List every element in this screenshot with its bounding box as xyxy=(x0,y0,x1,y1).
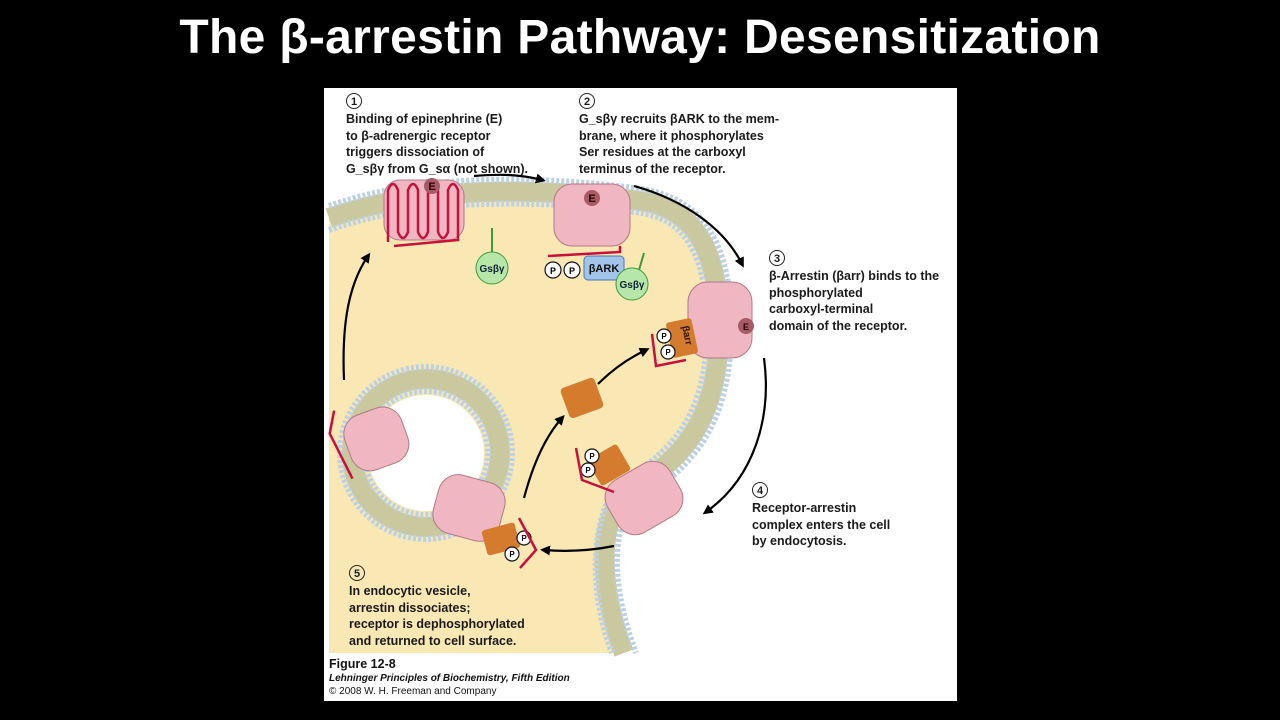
beta-arrestin-receptor-4: P P xyxy=(574,444,631,494)
svg-text:P: P xyxy=(661,332,667,341)
arrow-arrestin-rebind xyxy=(597,348,650,385)
arrow-arrestin-release xyxy=(522,415,565,499)
slide-title: The β-arrestin Pathway: Desensitization xyxy=(179,11,1101,64)
step-2-number: 2 xyxy=(579,93,595,109)
arrow-step-2-to-3 xyxy=(633,184,744,268)
pathway-diagram: E Gsβγ E βARK P P Gsβγ xyxy=(325,173,767,657)
beta-arrestin-receptor-6: P P xyxy=(481,517,538,569)
step-3-text: 3 β-Arrestin (βarr) binds to the phospho… xyxy=(769,250,939,334)
vesicle-outer-leaflet xyxy=(337,364,515,542)
epinephrine-2 xyxy=(584,190,600,206)
step-5-number: 5 xyxy=(349,565,365,581)
receptor-c-terminus xyxy=(328,410,354,480)
bark-label: βARK xyxy=(589,263,620,275)
step-2-text: 2 G_sβγ recruits βARK to the mem- brane,… xyxy=(579,93,779,177)
svg-text:P: P xyxy=(569,266,575,276)
receptor-5 xyxy=(328,406,410,480)
beta-arrestin-receptor-3: βarr P P xyxy=(650,318,698,368)
svg-text:P: P xyxy=(589,452,595,461)
receptor-body xyxy=(553,183,631,247)
phosphates-receptor-2: P P xyxy=(544,261,581,279)
epinephrine-3 xyxy=(738,318,754,334)
bark-kinase: βARK xyxy=(583,255,625,281)
book-citation: Lehninger Principles of Biochemistry, Fi… xyxy=(329,673,570,684)
svg-text:P: P xyxy=(550,266,556,276)
receptor-body xyxy=(432,474,506,542)
svg-text:P: P xyxy=(521,534,527,543)
svg-text:P: P xyxy=(665,348,671,357)
epinephrine-label-3: E xyxy=(743,322,749,332)
step-3-number: 3 xyxy=(769,250,785,266)
epinephrine-1 xyxy=(424,178,440,194)
receptor-1: E xyxy=(383,178,465,248)
receptor-body xyxy=(604,460,684,536)
arrow-step-4-to-5 xyxy=(540,544,615,556)
step-4-number: 4 xyxy=(752,482,768,498)
copyright-notice: © 2008 W. H. Freeman and Company xyxy=(329,686,497,697)
receptor-body xyxy=(343,406,410,472)
free-beta-arrestin xyxy=(560,377,604,419)
step-1-number: 1 xyxy=(346,93,362,109)
receptor-body xyxy=(383,179,465,241)
receptor-2: E xyxy=(547,183,631,258)
pathway-arrows xyxy=(342,173,767,556)
step-1-text: 1 Binding of epinephrine (E) to β-adrene… xyxy=(346,93,528,177)
arrow-step-1-to-2 xyxy=(473,173,546,184)
receptor-4 xyxy=(604,460,684,536)
epinephrine-label-2: E xyxy=(588,193,595,205)
epinephrine-label-1: E xyxy=(428,181,435,193)
arrow-step-3-to-4 xyxy=(702,357,767,515)
g-beta-gamma-label-2: Gsβγ xyxy=(619,280,644,291)
receptor-3: E xyxy=(687,281,754,359)
figure-panel: E Gsβγ E βARK P P Gsβγ xyxy=(324,88,957,701)
receptor-6 xyxy=(432,474,506,542)
g-beta-gamma-1: Gsβγ xyxy=(475,228,509,285)
svg-text:P: P xyxy=(509,550,515,559)
receptor-transmembrane-loops xyxy=(386,182,460,248)
g-beta-gamma-2: Gsβγ xyxy=(615,252,649,301)
g-beta-gamma-label-1: Gsβγ xyxy=(479,264,504,275)
vesicle-inner-leaflet xyxy=(361,388,491,518)
cytoplasm xyxy=(329,191,719,653)
figure-number: Figure 12-8 xyxy=(329,657,396,671)
receptor-c-terminus xyxy=(547,246,622,258)
arrow-return-to-surface xyxy=(342,252,371,381)
svg-text:P: P xyxy=(585,466,591,475)
step-4-text: 4 Receptor-arrestin complex enters the c… xyxy=(752,482,890,550)
beta-arrestin-label-3: βarr xyxy=(679,325,694,346)
step-5-text: 5 In endocytic vesicle, arrestin dissoci… xyxy=(349,565,525,649)
